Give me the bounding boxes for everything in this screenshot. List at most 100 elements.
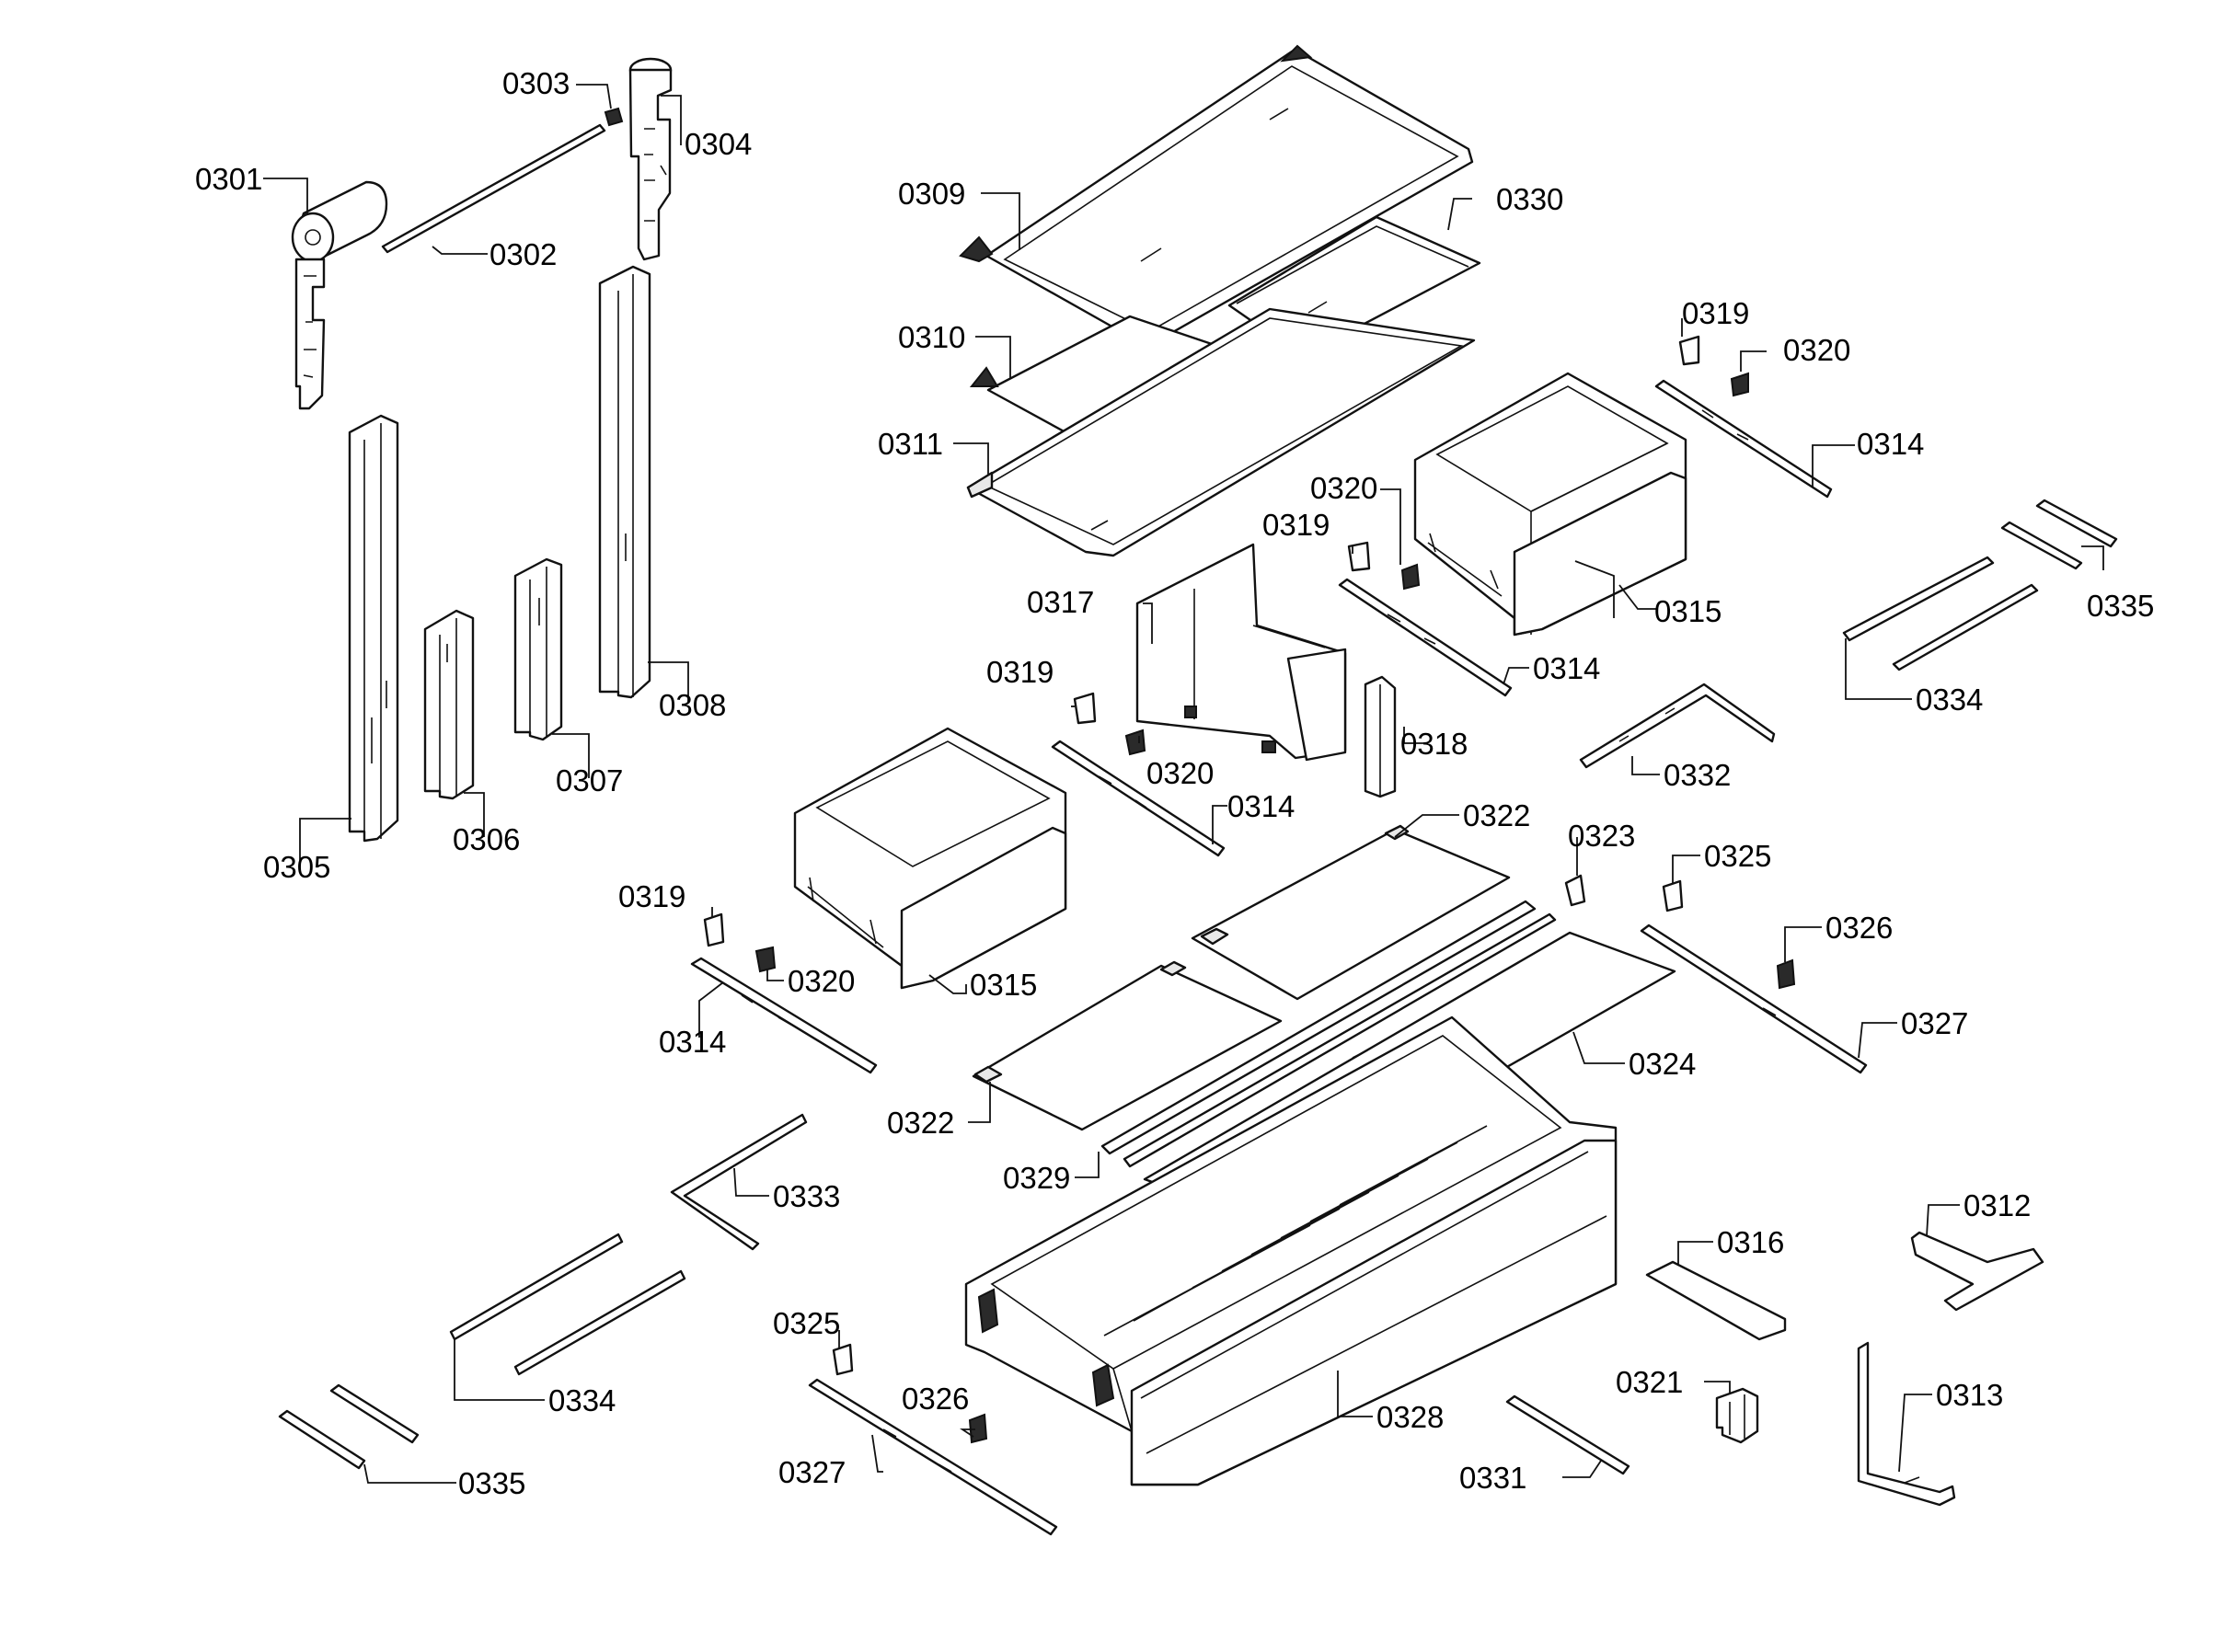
label-0319-c: 0319 (986, 655, 1054, 689)
label-0311: 0311 (878, 427, 943, 461)
label-0320-a: 0320 (1783, 333, 1850, 367)
label-0327-b: 0327 (778, 1455, 846, 1489)
label-0317: 0317 (1027, 585, 1094, 619)
label-0326-a: 0326 (1825, 911, 1893, 945)
label-0319-d: 0319 (618, 879, 685, 913)
part-0329-cross-rail (1100, 900, 1557, 1168)
label-0332: 0332 (1664, 758, 1731, 792)
part-0314-slide-left (690, 957, 878, 1074)
label-0314-b: 0314 (1533, 651, 1600, 685)
label-0307: 0307 (556, 763, 623, 797)
part-0319-clip-b (1347, 541, 1371, 572)
label-0322-b: 0322 (887, 1106, 954, 1140)
label-0318: 0318 (1400, 727, 1468, 761)
part-0317-divider-panel (1135, 543, 1347, 762)
part-0320-clip-a (1730, 372, 1749, 397)
part-0326-clip-b (968, 1413, 988, 1444)
part-0302-rod (381, 123, 606, 254)
part-0320-clip-b (1400, 563, 1421, 591)
label-0304: 0304 (685, 127, 752, 161)
label-0306: 0306 (453, 822, 520, 856)
part-labels: 0301 0302 0303 0304 0305 0306 0307 0308 … (195, 66, 2154, 1500)
part-0325-clip-b (832, 1343, 854, 1376)
label-0314-d: 0314 (659, 1025, 726, 1059)
label-0325-b: 0325 (773, 1306, 840, 1340)
part-0327-slide-upper (1640, 924, 1868, 1074)
part-0321-latch (1715, 1387, 1759, 1444)
label-0333: 0333 (773, 1179, 840, 1213)
label-0326-b: 0326 (902, 1382, 969, 1416)
label-0312: 0312 (1963, 1188, 2031, 1222)
part-0315-crisper-drawer-upper (1413, 372, 1687, 637)
part-0314-slide-mid (1338, 578, 1513, 697)
part-0332-bracket (1579, 683, 1776, 769)
label-0320-b: 0320 (1310, 471, 1377, 505)
part-0319-clip-c (1073, 692, 1097, 725)
label-0320-d: 0320 (788, 964, 855, 998)
part-0311-shelf-frame (966, 307, 1476, 557)
part-0305-vertical-rail (348, 414, 399, 843)
label-0319-b: 0319 (1262, 508, 1330, 542)
part-0313-l-bracket (1857, 1341, 1956, 1507)
part-0314-slide-centre (1051, 740, 1226, 857)
label-0305: 0305 (263, 850, 330, 884)
label-0322-a: 0322 (1463, 798, 1530, 832)
label-0330: 0330 (1496, 182, 1563, 216)
part-0323-clip (1564, 874, 1586, 907)
part-0328-freezer-drawer (964, 1015, 1618, 1486)
label-0329: 0329 (1003, 1161, 1070, 1195)
label-0319-a: 0319 (1682, 296, 1749, 330)
part-0334-strip-upper (1842, 556, 2039, 671)
label-0335-a: 0335 (2087, 589, 2154, 623)
label-0315-a: 0315 (1654, 594, 1722, 628)
part-0314-slide-upper-right (1654, 379, 1833, 499)
part-0304-hinge-bracket (628, 57, 673, 261)
part-0316-plate (1645, 1260, 1787, 1341)
part-0312-t-bracket (1910, 1231, 2044, 1312)
part-0322-panel-upper (1191, 824, 1511, 1001)
part-0333-bracket (670, 1113, 808, 1251)
part-0318-divider-cap (1364, 675, 1397, 798)
label-0327-a: 0327 (1901, 1006, 1968, 1040)
label-0310: 0310 (898, 320, 965, 354)
label-0335-b: 0335 (458, 1466, 525, 1500)
part-0308-vertical-rail (598, 265, 651, 699)
label-0331: 0331 (1459, 1461, 1526, 1495)
leader-lines (263, 84, 2104, 1484)
label-0314-c: 0314 (1227, 789, 1295, 823)
part-0325-clip-a (1662, 879, 1684, 912)
part-0331-strip (1505, 1394, 1630, 1475)
part-0320-clip-c (1124, 728, 1146, 756)
label-0334-a: 0334 (1916, 683, 1983, 717)
label-0325-a: 0325 (1704, 839, 1771, 873)
label-0303: 0303 (502, 66, 570, 100)
label-0302: 0302 (489, 237, 557, 271)
label-0301: 0301 (195, 162, 262, 196)
part-0327-slide-lower (808, 1378, 1058, 1536)
part-0326-clip-a (1776, 958, 1796, 990)
part-0306-short-rail (423, 609, 475, 800)
part-0319-clip-d (703, 912, 725, 947)
part-0335-strip-lower (278, 1383, 420, 1470)
part-0322-panel-lower (972, 960, 1283, 1131)
part-0307-short-rail (513, 557, 563, 741)
part-0315-crisper-drawer-lower (793, 727, 1067, 990)
label-0323: 0323 (1568, 819, 1635, 853)
label-0321: 0321 (1616, 1365, 1683, 1399)
label-0324: 0324 (1629, 1047, 1696, 1081)
label-0334-b: 0334 (548, 1383, 616, 1417)
label-0308: 0308 (659, 688, 726, 722)
part-0335-strip-upper (2000, 499, 2118, 570)
label-0314-a: 0314 (1857, 427, 1924, 461)
label-0328: 0328 (1376, 1400, 1444, 1434)
part-0301-hinge-motor (291, 180, 388, 410)
part-0320-clip-d (754, 946, 777, 973)
part-0334-strip-lower (449, 1233, 686, 1376)
label-0313: 0313 (1936, 1378, 2003, 1412)
part-0303-pin (604, 107, 624, 127)
label-0309: 0309 (898, 177, 965, 211)
label-0320-c: 0320 (1146, 756, 1214, 790)
part-0319-clip-a (1678, 335, 1700, 366)
label-0316: 0316 (1717, 1225, 1784, 1259)
